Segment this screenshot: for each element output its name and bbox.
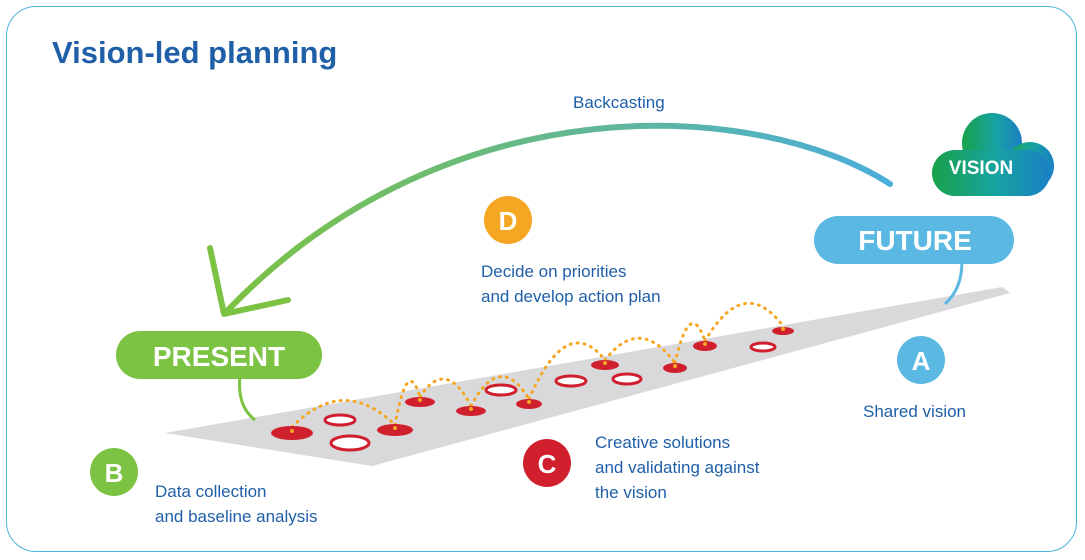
step-c-letter: C	[538, 449, 557, 479]
stepping-stones	[271, 301, 794, 452]
backcasting-arc	[225, 122, 893, 313]
stone-hollow	[554, 374, 588, 388]
backcasting-label: Backcasting	[573, 93, 665, 112]
future-label: FUTURE	[858, 225, 972, 256]
stone-marker	[781, 327, 785, 331]
stone-marker	[393, 426, 397, 430]
vision-label: VISION	[949, 158, 1013, 179]
stone-marker	[673, 364, 677, 368]
step-d-line-2: and develop action plan	[481, 287, 661, 306]
hop-dotted-line	[673, 321, 707, 365]
stone-hollow	[749, 341, 777, 353]
stone-marker	[527, 400, 531, 404]
present-connector	[238, 374, 256, 422]
stone-marker	[290, 429, 294, 433]
page-title: Vision-led planning	[52, 35, 337, 70]
stone-hollow	[329, 434, 371, 452]
future-badge	[814, 216, 1014, 264]
hop-dotted-line	[290, 399, 397, 429]
step-c-line-2: and validating against	[595, 458, 760, 477]
step-d-letter: D	[499, 206, 518, 236]
hop-dotted-line	[418, 377, 473, 408]
stone-marker	[703, 342, 707, 346]
step-c-line-3: the vision	[595, 483, 667, 502]
step-b-line-1: Data collection	[155, 482, 267, 501]
future-connector	[943, 259, 964, 306]
stone-marker	[418, 398, 422, 402]
rounded-frame	[6, 6, 1077, 552]
stone-marker	[469, 407, 473, 411]
step-c-line-1: Creative solutions	[595, 433, 730, 452]
hop-dotted-line	[469, 375, 531, 408]
step-b-letter: B	[105, 458, 124, 488]
cloud-icon	[932, 113, 1054, 196]
stone-marker	[603, 361, 607, 365]
arrowhead-icon	[207, 245, 291, 317]
present-label: PRESENT	[153, 341, 285, 372]
step-c-badge	[523, 439, 571, 487]
step-b-line-2: and baseline analysis	[155, 507, 318, 526]
step-a-letter: A	[912, 346, 931, 376]
hop-dotted-line	[527, 341, 607, 401]
step-a-line-1: Shared vision	[863, 402, 966, 421]
stone-hollow	[323, 413, 357, 427]
step-d-badge	[484, 196, 532, 244]
present-badge	[116, 331, 322, 379]
step-a-badge	[897, 336, 945, 384]
step-d-line-1: Decide on priorities	[481, 262, 627, 281]
path-band	[165, 287, 1010, 466]
stone-hollow	[611, 372, 643, 386]
hop-dotted-line	[393, 379, 422, 427]
stone-hollow	[484, 383, 518, 397]
step-b-badge	[90, 448, 138, 496]
hop-dotted-line	[603, 336, 677, 365]
hop-dotted-line	[703, 301, 785, 343]
